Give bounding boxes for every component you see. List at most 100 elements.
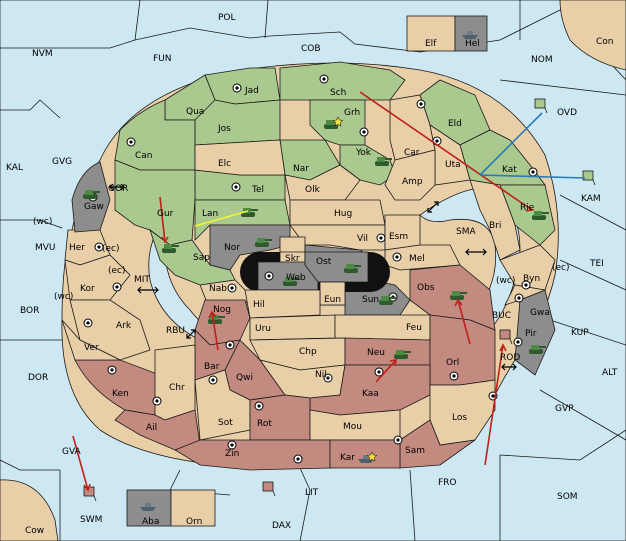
label-mvu: MVU <box>35 243 56 253</box>
label-alt: ALT <box>602 368 618 378</box>
label-skr: Skr <box>285 254 300 264</box>
label-rod: ROD <box>500 353 520 363</box>
label-lit: LIT <box>305 488 319 498</box>
label-uta: Uta <box>445 160 461 170</box>
province-kar[interactable] <box>329 439 401 469</box>
label-los: Los <box>452 413 467 423</box>
province-hug[interactable] <box>289 199 386 226</box>
province-con[interactable] <box>559 0 626 71</box>
label-sch: Sch <box>330 88 346 98</box>
province-mou[interactable] <box>309 409 401 441</box>
label-esm: Esm <box>389 232 408 242</box>
label-gor: GOR <box>108 184 128 194</box>
passage-markers <box>109 183 517 371</box>
province-orn[interactable] <box>170 489 216 527</box>
label-hug: Hug <box>334 209 352 219</box>
province-neu[interactable] <box>344 337 431 366</box>
label-vil: Vil <box>357 234 368 244</box>
label-hel: Hel <box>465 39 480 49</box>
label-grh: Grh <box>344 108 360 118</box>
label-gwa: Gwa <box>530 308 550 318</box>
label-gvp: GVP <box>555 404 574 414</box>
label-kor: Kor <box>80 284 95 294</box>
label-eun: Eun <box>324 295 341 305</box>
label-ec-2: (ec) <box>108 266 126 276</box>
province-jos[interactable] <box>194 99 281 146</box>
label-qua: Qua <box>186 107 204 117</box>
label-nab: Nab <box>209 284 227 294</box>
label-cow: Cow <box>25 526 44 536</box>
province-elc[interactable] <box>194 139 286 176</box>
province-labels: POL COB FUN NVM NOM Con Elf Hel OVD KAL … <box>6 13 618 536</box>
label-car: Car <box>404 148 420 158</box>
label-uru: Uru <box>255 324 271 334</box>
province-cow[interactable] <box>0 479 59 541</box>
label-wc-3: (wc) <box>496 276 515 286</box>
label-mou: Mou <box>343 422 362 432</box>
label-elf: Elf <box>425 39 437 49</box>
label-mit: MIT <box>134 275 150 285</box>
province-bri[interactable] <box>469 179 521 261</box>
label-sot: Sot <box>218 418 233 428</box>
label-nom: NOM <box>531 55 553 65</box>
label-ovd: OVD <box>557 108 577 118</box>
province-ver[interactable] <box>61 319 121 361</box>
label-ail: Ail <box>146 423 157 433</box>
label-ken: Ken <box>112 389 129 399</box>
label-ost: Ost <box>316 257 332 267</box>
label-zin: Zin <box>225 449 239 459</box>
label-wc-1: (wc) <box>33 217 52 227</box>
label-fro: FRO <box>438 478 457 488</box>
label-dax: DAX <box>272 521 291 531</box>
label-kal: KAL <box>6 163 23 173</box>
label-fun: FUN <box>153 54 172 64</box>
label-chr: Chr <box>169 383 185 393</box>
label-amp: Amp <box>402 177 423 187</box>
label-ec-3: (ec) <box>552 263 570 273</box>
label-kam: KAM <box>581 194 601 204</box>
label-gva: GVA <box>62 447 82 457</box>
label-kup: KUP <box>571 328 589 338</box>
label-sun: Sun <box>362 295 379 305</box>
label-obs: Obs <box>417 283 435 293</box>
label-feu: Feu <box>406 323 422 333</box>
province-sap[interactable] <box>149 228 236 286</box>
label-eld: Eld <box>448 119 462 129</box>
province-byn[interactable] <box>499 244 556 291</box>
province-nor[interactable] <box>209 224 291 271</box>
label-kat: Kat <box>502 165 517 175</box>
label-neu: Neu <box>367 348 385 358</box>
label-rie: Rie <box>520 203 535 213</box>
province-hil[interactable] <box>244 289 321 319</box>
label-aba: Aba <box>142 517 159 527</box>
orders <box>72 91 586 492</box>
label-gvg: GVG <box>52 157 72 167</box>
label-ec-1: (ec) <box>102 244 120 254</box>
label-hil: Hil <box>253 300 265 310</box>
label-wc-2: (wc) <box>54 292 73 302</box>
label-bor: BOR <box>20 306 39 316</box>
label-yok: Yok <box>355 148 372 158</box>
label-nog: Nog <box>213 305 231 315</box>
label-cob: COB <box>301 44 321 54</box>
province-jad[interactable] <box>204 67 281 105</box>
province-amp[interactable] <box>384 149 436 201</box>
label-chp: Chp <box>299 347 317 357</box>
label-nvm: NVM <box>32 49 53 59</box>
label-dor: DOR <box>28 373 48 383</box>
label-sam: Sam <box>405 446 425 456</box>
label-elc: Elc <box>218 159 231 169</box>
label-bri: Bri <box>489 221 501 231</box>
label-her: Her <box>69 243 85 253</box>
label-jad: Jad <box>244 86 259 96</box>
label-ver: Ver <box>84 343 99 353</box>
label-pol: POL <box>218 13 236 23</box>
label-con: Con <box>596 37 614 47</box>
label-gur: Gur <box>157 209 174 219</box>
label-kaa: Kaa <box>362 389 379 399</box>
province-elf[interactable] <box>406 15 456 52</box>
label-tei: TEI <box>589 259 604 269</box>
label-sma: SMA <box>456 227 476 237</box>
label-byn: Byn <box>523 274 540 284</box>
